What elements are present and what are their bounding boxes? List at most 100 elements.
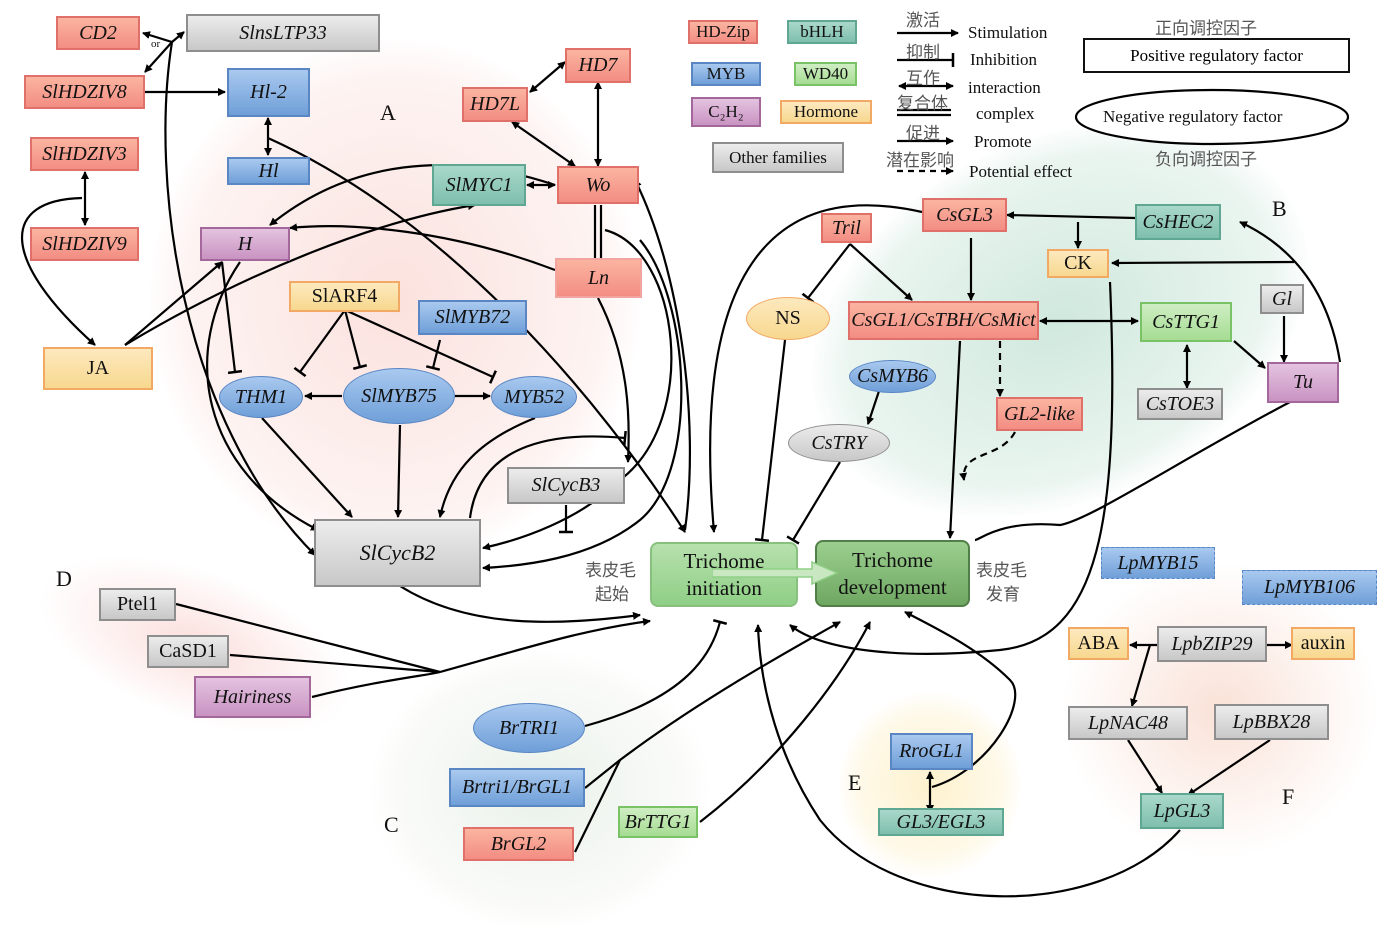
node-slmyc1[interactable]: SlMYC1: [432, 164, 526, 206]
edge-slcycb2-trichome: [399, 585, 641, 623]
node-hd7[interactable]: HD7: [565, 48, 631, 83]
node-brgl2[interactable]: BrGL2: [463, 827, 574, 861]
node-slhdziv8[interactable]: SlHDZIV8: [24, 75, 145, 109]
node-auxin[interactable]: auxin: [1291, 627, 1355, 660]
node-brttg1[interactable]: BrTTG1: [618, 806, 698, 838]
edge-cstry-trichome: [786, 461, 841, 545]
edge-lpbzip29-lpnac48: [1130, 644, 1152, 707]
node-cshec2[interactable]: CsHEC2: [1135, 204, 1221, 240]
edge-slcycb2-slcycb3: [468, 430, 627, 519]
node-ck[interactable]: CK: [1047, 249, 1109, 278]
node-csttg1[interactable]: CsTTG1: [1140, 302, 1232, 342]
node-brtri1-brgl1[interactable]: Brtri1/BrGL1: [449, 768, 585, 807]
legend-cn-interaction: 互作: [906, 69, 940, 89]
node-myb52[interactable]: MYB52: [491, 376, 577, 418]
edge-ln-slcycb3: [597, 297, 633, 463]
panel-label-c: C: [384, 812, 399, 837]
trichome-initiation-cn-1: 表皮毛: [585, 561, 636, 581]
node-gl2-like[interactable]: GL2-like: [996, 397, 1083, 431]
node-brtri1[interactable]: BrTRI1: [473, 703, 585, 753]
legend-en-stimulation: Stimulation: [968, 23, 1048, 42]
node-gl3-egl3[interactable]: GL3/EGL3: [878, 808, 1004, 836]
edge-ptel1-merge: [175, 602, 441, 674]
edge-ns-trichome: [754, 339, 787, 543]
node-ns[interactable]: NS: [746, 297, 830, 340]
node-thm1[interactable]: THM1: [219, 376, 303, 418]
legend-cn-potential: 潜在影响: [886, 151, 954, 171]
node-tril[interactable]: Tril: [821, 213, 872, 243]
legend-negative-cn: 负向调控因子: [1155, 150, 1257, 170]
node-aba[interactable]: ABA: [1068, 627, 1129, 660]
edge-cshec2-csgl3: [1006, 211, 1136, 220]
edge-hd7-hd7l: [529, 61, 566, 93]
edge-slarf4-slmyb75: [343, 309, 368, 370]
legend-cn-inhibition: 抑制: [906, 43, 940, 63]
edge-ja-slmyc1: [124, 202, 476, 346]
legend-en-inhibition: Inhibition: [970, 50, 1038, 69]
node-lpbbx28[interactable]: LpBBX28: [1214, 704, 1329, 740]
node-hd7l[interactable]: HD7L: [462, 87, 528, 122]
node-csgl1-cstbh-csmict[interactable]: CsGL1/CsTBH/CsMict: [848, 301, 1039, 340]
node-hairiness[interactable]: Hairiness: [194, 676, 311, 718]
legend-en-promote: Promote: [974, 132, 1032, 151]
edge-csgl1-trichomedev: [946, 340, 962, 539]
node-slmyb72[interactable]: SlMYB72: [418, 300, 527, 335]
legend-hormone: Hormone: [780, 100, 872, 124]
legend-myb: MYB: [691, 62, 761, 86]
node-slnsltp33[interactable]: SlnsLTP33: [186, 14, 380, 52]
edge-brgl2-merge: [574, 759, 621, 853]
legend-line-complex: [897, 108, 951, 117]
node-slhdziv9[interactable]: SlHDZIV9: [30, 227, 139, 261]
node-hl-2[interactable]: Hl-2: [227, 68, 310, 117]
edge-lpbbx28-lpgl3: [1187, 739, 1271, 796]
node-tu[interactable]: Tu: [1267, 362, 1339, 403]
node-lpgl3[interactable]: LpGL3: [1140, 793, 1224, 829]
node-slcycb3[interactable]: SlCycB3: [507, 467, 625, 504]
node-ptel1[interactable]: Ptel1: [99, 588, 176, 621]
edge-brttg1-trichomedev: [699, 621, 871, 823]
node-csmyb6[interactable]: CsMYB6: [849, 360, 936, 393]
node-hl[interactable]: Hl: [227, 157, 310, 185]
node-cstry[interactable]: CsTRY: [788, 424, 890, 462]
legend-negative-en: Negative regulatory factor: [1103, 107, 1283, 126]
edge-hairiness-trichome: [311, 617, 651, 699]
node-lpmyb106[interactable]: LpMYB106: [1242, 570, 1377, 605]
edge-tu-trichome: [974, 401, 1291, 542]
panel-label-a: A: [380, 100, 396, 125]
edge-csmyb6-cstry: [866, 387, 882, 425]
node-csgl3[interactable]: CsGL3: [922, 198, 1007, 232]
legend-other-families: Other families: [712, 142, 844, 173]
legend-positive-box: Positive regulatory factor: [1083, 38, 1350, 73]
edge-csgl3-trichome: [709, 204, 923, 533]
trichome-development-cn-1: 表皮毛: [976, 561, 1027, 581]
node-ja[interactable]: JA: [43, 347, 153, 390]
node-h[interactable]: H: [200, 227, 290, 261]
edge-wo-slcycb2: [482, 228, 673, 551]
node-rrogl1[interactable]: RroGL1: [890, 733, 973, 770]
node-cstoe3[interactable]: CsTOE3: [1137, 388, 1223, 420]
edge-csttg1-tu: [1233, 340, 1266, 369]
edge-slarf4-thm1: [293, 309, 346, 378]
node-slhdziv3[interactable]: SlHDZIV3: [30, 137, 139, 171]
edge-brtri1-trichome: [584, 619, 728, 728]
node-casd1[interactable]: CaSD1: [147, 635, 229, 668]
edge-tril-ns: [801, 243, 851, 304]
node-cd2[interactable]: CD2: [56, 16, 140, 50]
trichome-development-line1: Trichome: [852, 547, 933, 572]
initiation-to-development-arrow: [712, 560, 839, 586]
node-wo[interactable]: Wo: [557, 166, 639, 204]
edge-ln-h: [289, 223, 556, 272]
node-lpnac48[interactable]: LpNAC48: [1068, 706, 1188, 740]
node-slarf4[interactable]: SlARF4: [289, 281, 400, 312]
node-slmyb75[interactable]: SlMYB75: [343, 368, 455, 424]
node-lpmyb15[interactable]: LpMYB15: [1101, 547, 1215, 579]
edge-h-slcycb2: [206, 261, 319, 531]
node-slcycb2[interactable]: SlCycB2: [314, 519, 481, 587]
node-lpbzip29[interactable]: LpbZIP29: [1157, 626, 1267, 662]
node-gl[interactable]: Gl: [1260, 284, 1304, 314]
node-ln[interactable]: Ln: [555, 258, 642, 298]
legend-en-potential: Potential effect: [969, 162, 1073, 181]
edge-tril-csgl1: [849, 243, 913, 301]
